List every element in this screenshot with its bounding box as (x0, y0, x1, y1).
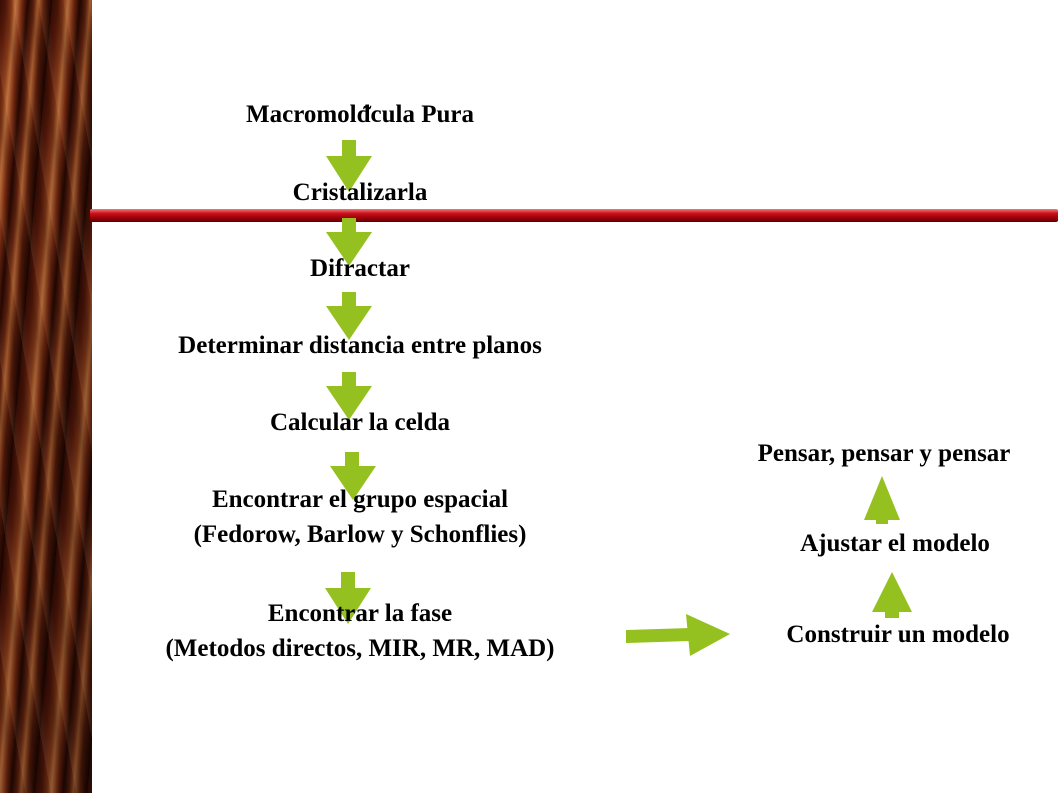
step-cristalizarla: Cristalizarla (200, 175, 520, 210)
step-label: Determinar distancia entre planos (178, 332, 542, 359)
step-label: Macromolᵭcula Pura (246, 101, 474, 128)
step-label: Calcular la celda (269, 409, 451, 436)
step-macromolecula-pura: Macromolᵭcula Pura (200, 97, 520, 132)
step-sublabel: (Metodos directos, MIR, MR, MAD) (165, 635, 555, 662)
step-label: Encontrar el grupo espacial (211, 486, 509, 513)
arrow-down-3 (326, 292, 372, 340)
step-pensar: Pensar, pensar y pensar (712, 436, 1056, 471)
step-label: Pensar, pensar y pensar (757, 440, 1011, 467)
decorative-wood-sidebar (0, 0, 92, 793)
arrow-down-2 (326, 218, 372, 266)
step-label: Encontrar la fase (267, 600, 453, 627)
step-grupo-espacial: Encontrar el grupo espacial (Fedorow, Ba… (110, 482, 610, 552)
step-ajustar-modelo: Ajustar el modelo (742, 526, 1048, 561)
step-sublabel: (Fedorow, Barlow y Schonflies) (193, 521, 527, 548)
decorative-red-rule (90, 209, 1058, 222)
step-label: Construir un modelo (786, 621, 1010, 648)
arrow-up-1 (864, 476, 900, 524)
arrow-down-5 (330, 452, 376, 500)
step-calcular-celda: Calcular la celda (200, 405, 520, 440)
step-construir-modelo: Construir un modelo (738, 617, 1058, 652)
arrow-down-4 (326, 372, 372, 420)
step-label: Difractar (310, 255, 410, 282)
step-label: Ajustar el modelo (800, 530, 990, 557)
arrow-down-6 (325, 572, 371, 624)
step-encontrar-fase: Encontrar la fase (Metodos directos, MIR… (90, 596, 630, 666)
step-difractar: Difractar (200, 251, 520, 286)
arrow-up-2 (872, 572, 912, 618)
arrow-right (626, 614, 730, 656)
step-determinar-distancia: Determinar distancia entre planos (110, 328, 610, 363)
arrow-down-1 (326, 140, 372, 192)
step-label: Cristalizarla (292, 179, 428, 206)
